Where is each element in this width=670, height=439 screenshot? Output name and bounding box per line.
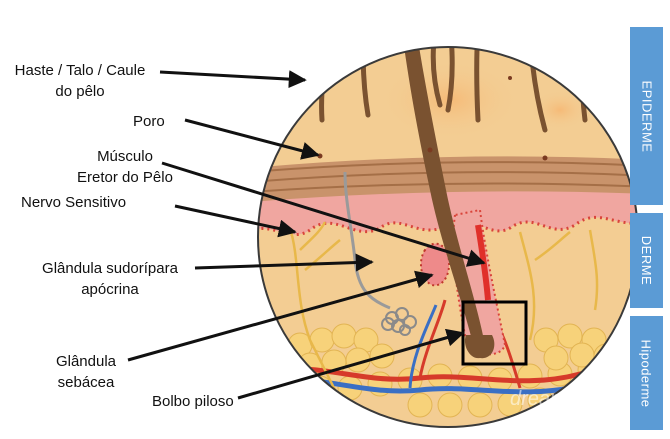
hair-shaft xyxy=(398,47,484,340)
label-glandula-sebacea: Glândula sebácea xyxy=(38,351,134,393)
label-bolbo: Bolbo piloso xyxy=(152,393,234,410)
watermark: dreamstime xyxy=(510,388,615,410)
vein-branch xyxy=(408,304,438,389)
label-musculo: Músculo Eretor do Pêlo xyxy=(50,146,200,188)
label-musculo-line1: Músculo xyxy=(97,148,153,165)
label-haste-line2: do pêlo xyxy=(55,83,105,100)
band-derme: DERME xyxy=(630,213,663,308)
arrow-bolbo xyxy=(237,328,465,400)
band-hipoderme-text: Hipoderme xyxy=(639,338,654,408)
label-poro: Poro xyxy=(133,113,165,130)
arrow-poro xyxy=(184,118,320,160)
label-glandula-sudoripara: Glândula sudorípara apócrina xyxy=(24,258,196,300)
epidermis-line xyxy=(258,161,638,173)
band-epiderme-text: EPIDERME xyxy=(639,80,654,152)
arrow-musculo xyxy=(161,161,486,267)
label-arrows xyxy=(127,70,486,400)
arrow-nervo xyxy=(174,204,297,238)
band-epiderme: EPIDERME xyxy=(630,27,663,205)
sweat-gland-coil xyxy=(381,307,417,336)
label-haste: Haste / Talo / Caule do pêlo xyxy=(6,60,154,102)
hair-bulb xyxy=(464,335,495,359)
artery-branch xyxy=(418,299,447,379)
sweat-duct xyxy=(343,171,391,310)
label-haste-line1: Haste / Talo / Caule xyxy=(14,62,146,79)
label-glandula-seb-line2: sebácea xyxy=(57,374,115,391)
label-glandula-sud-line1: Glândula sudorípara xyxy=(42,260,178,277)
surface-glow xyxy=(530,90,590,130)
arrow-haste xyxy=(159,70,307,89)
epidermis-line xyxy=(258,182,638,193)
band-hipoderme: Hipoderme xyxy=(630,316,663,430)
arrow-glandula-sudoripara xyxy=(194,253,374,272)
epidermis-line xyxy=(258,171,638,183)
arrow-glandula-sebacea xyxy=(127,270,434,362)
label-musculo-line2: Eretor do Pêlo xyxy=(77,169,173,186)
label-nervo: Nervo Sensitivo xyxy=(21,194,127,211)
band-derme-text: DERME xyxy=(639,235,655,286)
label-glandula-sud-line2: apócrina xyxy=(81,281,139,298)
label-glandula-seb-line1: Glândula xyxy=(55,353,117,370)
nerves xyxy=(288,221,599,401)
